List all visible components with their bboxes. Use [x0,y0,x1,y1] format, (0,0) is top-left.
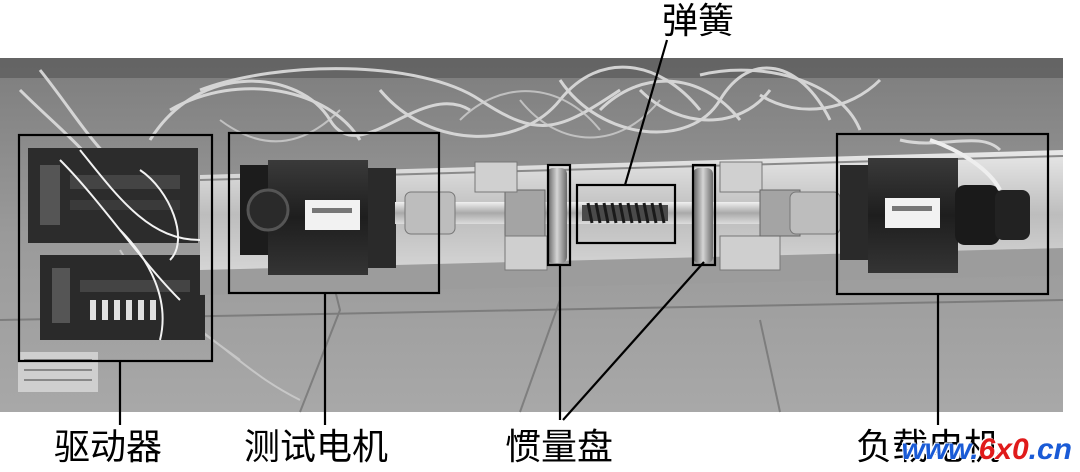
watermark-suffix: .cn [1028,433,1072,466]
test-motor-box [227,131,441,295]
label-driver: 驱动器 [54,427,163,468]
inertia-disk-right [693,168,713,263]
cables [18,65,1002,201]
watermark-brand: 6x0 [978,433,1029,466]
label-test-motor: 测试电机 [244,427,389,468]
watermark-prefix: www. [901,433,979,466]
couplings [404,161,841,271]
load-motor-box [835,132,1050,296]
annotation-boxes [17,131,1050,363]
driver-units [18,148,205,392]
test-motor-body [240,160,396,275]
watermark: www.6x0.cn [901,434,1072,466]
label-spring: 弹簧 [662,1,735,42]
label-inertia-disk: 惯量盘 [505,427,614,468]
spring-coil [582,202,668,224]
leader-lines [118,39,940,425]
load-motor-body [840,138,1030,273]
inertia-disk-left [547,168,567,263]
driver-box [17,133,214,363]
inertia-disk-right-box [691,163,717,267]
label-load-motor: 负载电机 [856,427,1001,468]
